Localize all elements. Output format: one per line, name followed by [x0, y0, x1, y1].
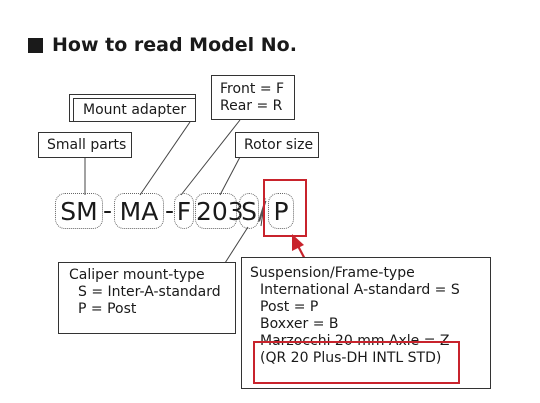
highlight-box-z	[253, 341, 460, 384]
caliper-mount-type-box: Caliper mount-type S = Inter-A-standard …	[58, 262, 236, 334]
suspension-frame-type-title: Suspension/Frame-type	[250, 265, 415, 281]
suspension-option-p: Post = P	[260, 299, 319, 315]
connector-mount-adapter	[139, 121, 191, 196]
square-bullet-icon	[28, 37, 43, 53]
front-label: Front = F	[220, 81, 285, 97]
caliper-option-p: P = Post	[78, 301, 137, 317]
suspension-option-z-note: (QR 20 Plus-DH INTL STD)	[260, 350, 442, 366]
suspension-option-b: Boxxer = B	[260, 316, 339, 332]
connector-caliper-mount	[224, 226, 249, 264]
small-parts-label: Small parts	[38, 132, 132, 158]
caliper-mount-type-title: Caliper mount-type	[69, 267, 205, 283]
connector-front-rear	[180, 119, 241, 196]
code-f: F	[174, 193, 194, 229]
code-203: 203	[195, 193, 244, 229]
code-s: S	[239, 193, 259, 229]
small-parts-text: Small parts	[47, 137, 127, 153]
code-sm: SM	[55, 193, 103, 229]
page-title: How to read Model No.	[28, 34, 297, 56]
rotor-size-text: Rotor size	[244, 137, 314, 153]
front-rear-label: Front = F Rear = R	[211, 75, 295, 120]
code-hyphen-2: -	[165, 196, 175, 225]
page-title-text: How to read Model No.	[52, 34, 297, 56]
code-hyphen-1: -	[103, 196, 113, 225]
code-slash: /	[258, 196, 267, 225]
suspension-option-s: International A-standard = S	[260, 282, 460, 298]
code-ma: MA	[114, 193, 164, 229]
mount-adapter-label: Mount adapter	[73, 98, 196, 122]
caliper-option-s: S = Inter-A-standard	[78, 284, 221, 300]
rear-label: Rear = R	[220, 98, 283, 114]
code-p: P	[268, 193, 294, 229]
connector-rotor-size	[219, 156, 241, 196]
rotor-size-label: Rotor size	[235, 132, 319, 158]
suspension-frame-type-box: Suspension/Frame-type International A-st…	[241, 257, 491, 389]
mount-adapter-text: Mount adapter	[83, 102, 187, 118]
highlight-box-p	[263, 179, 307, 237]
